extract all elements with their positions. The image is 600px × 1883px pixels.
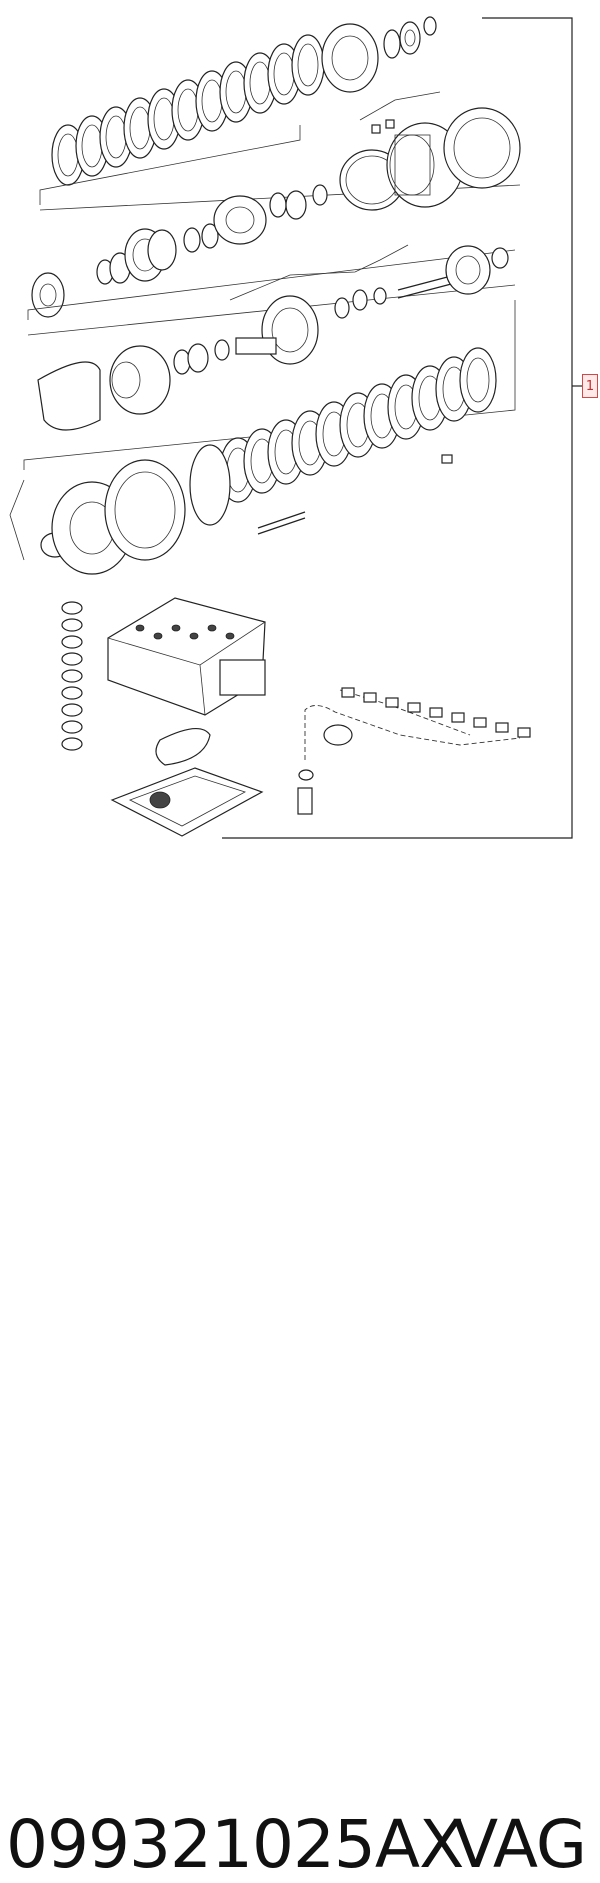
caption: 099321025AX VAG xyxy=(0,900,600,1883)
clutch-disc-hole xyxy=(297,43,319,87)
top-small-parts xyxy=(321,16,437,93)
valve-spool xyxy=(61,703,83,717)
valve-spool xyxy=(61,601,83,615)
oil-pump-assembly xyxy=(9,444,231,575)
valve-spool xyxy=(61,686,83,700)
clutch-disc-pack-lower xyxy=(219,347,497,535)
part-number: 099321025AX xyxy=(6,1806,464,1883)
valve-port xyxy=(171,624,181,632)
harness-connector xyxy=(451,712,465,723)
planetary-gear-row xyxy=(27,184,516,336)
harness-connector xyxy=(341,687,355,698)
valve-port xyxy=(225,632,235,640)
callout-label: 1 xyxy=(582,374,598,398)
clutch-disc-pack-upper xyxy=(39,34,521,211)
harness-connector xyxy=(473,717,487,728)
oil-pan xyxy=(110,767,264,837)
valve-spool xyxy=(61,669,83,683)
clutch-drum-assembly xyxy=(339,91,521,211)
valve-spool xyxy=(61,737,83,751)
harness-connector xyxy=(517,727,531,738)
harness-connector xyxy=(407,702,421,713)
valve-spool xyxy=(61,652,83,666)
harness-connector xyxy=(495,722,509,733)
valve-port xyxy=(135,624,145,632)
assembly-bracket xyxy=(222,17,582,839)
filter-gasket xyxy=(155,728,211,766)
brand-name: VAG xyxy=(452,1806,587,1883)
harness-connector xyxy=(429,707,443,718)
friction-plate xyxy=(459,347,497,413)
valve-port xyxy=(153,632,163,640)
valve-port xyxy=(189,632,199,640)
valve-spool-stack xyxy=(61,601,83,751)
wiring-harness xyxy=(297,687,531,815)
harness-connector xyxy=(363,692,377,703)
harness-connector xyxy=(385,697,399,708)
valve-spool xyxy=(61,618,83,632)
exploded-transmission-diagram xyxy=(9,16,582,839)
valve-spool xyxy=(61,635,83,649)
valve-spool xyxy=(61,720,83,734)
valve-body xyxy=(107,597,266,716)
valve-port xyxy=(207,624,217,632)
friction-plate-hole xyxy=(466,357,490,403)
